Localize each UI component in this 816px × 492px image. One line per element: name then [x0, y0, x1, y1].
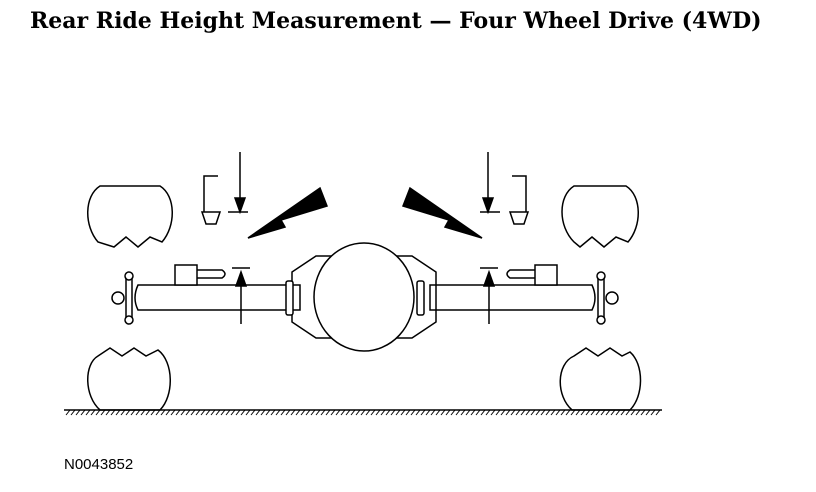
upper-right-tire — [561, 185, 639, 248]
right-axle-measurement-arrow — [480, 267, 498, 324]
ground-hatching — [65, 409, 661, 416]
page-title: Rear Ride Height Measurement — Four Whee… — [30, 8, 762, 34]
left-frame-bracket — [200, 175, 248, 225]
left-axle-measurement-arrow — [232, 267, 250, 324]
right-frame-measurement-arrow — [481, 152, 495, 215]
left-pointer-arrow — [247, 186, 328, 239]
lower-left-tire — [87, 347, 171, 411]
right-pointer-arrow — [402, 186, 483, 239]
right-tube-collar — [416, 280, 425, 316]
right-axle-tube — [429, 284, 596, 311]
left-spring-seat — [174, 264, 226, 286]
left-axle-tube — [134, 284, 301, 311]
lower-right-tire — [559, 347, 642, 411]
right-spring-seat — [506, 264, 558, 286]
figure-id: N0043852 — [64, 456, 134, 473]
left-wheel-hub — [111, 271, 134, 325]
right-frame-bracket — [480, 175, 530, 225]
upper-left-tire — [87, 185, 173, 248]
left-frame-measurement-arrow — [233, 152, 247, 215]
right-wheel-hub — [596, 271, 619, 325]
left-tube-collar — [285, 280, 294, 316]
differential-housing — [291, 242, 437, 352]
